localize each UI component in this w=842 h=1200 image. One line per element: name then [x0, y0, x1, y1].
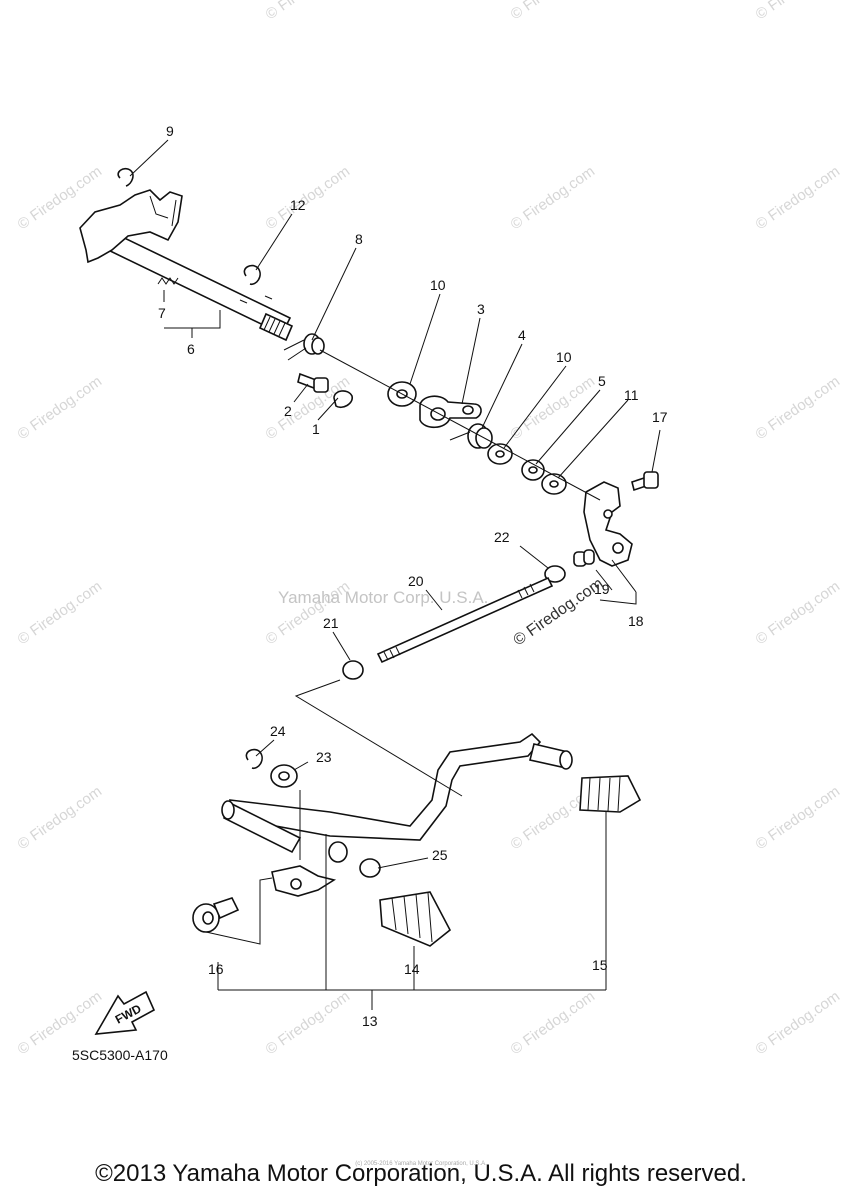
watermark-tile: © Firedog.com	[753, 783, 842, 853]
callout-6: 6	[187, 341, 195, 357]
callout-2: 2	[284, 403, 292, 419]
watermark-tile: © Firedog.com	[263, 163, 354, 233]
fine-print: (c) 2005-2016 Yamaha Motor Corporation, …	[355, 1161, 487, 1167]
spring-4	[449, 423, 493, 449]
shift-pedal-assembly	[192, 732, 642, 947]
callout-10: 10	[556, 349, 572, 365]
nut-21	[342, 660, 364, 680]
shift-rod-20	[376, 576, 554, 664]
callout-22: 22	[494, 529, 510, 545]
bolt-2	[297, 372, 329, 393]
shaft-axis-line	[319, 349, 601, 501]
circlip-12	[243, 264, 261, 286]
rod-end-19	[573, 549, 595, 567]
callout-16: 16	[208, 961, 224, 977]
shaft-spline	[239, 295, 294, 342]
watermark-site: © Firedog.com	[511, 575, 607, 649]
watermark-tile: © Firedog.com	[753, 0, 842, 23]
callout-5: 5	[598, 373, 606, 389]
watermark-tile: © Firedog.com	[508, 163, 599, 233]
rod-end-16	[192, 897, 240, 933]
nut-1	[333, 390, 353, 409]
callout-13: 13	[362, 1013, 378, 1029]
callout-23: 23	[316, 749, 332, 765]
callout-19: 19	[594, 581, 610, 597]
nut-22	[544, 565, 566, 583]
callout-4: 4	[518, 327, 526, 343]
callout-25: 25	[432, 847, 448, 863]
spring-7	[157, 277, 179, 285]
watermark-main: Yamaha Motor Corp. U.S.A.	[278, 588, 488, 607]
callout-15: 15	[592, 957, 608, 973]
footrest-bracket	[271, 865, 337, 897]
callout-3: 3	[477, 301, 485, 317]
callouts: 9 12 8 10 3 4 10 5 11 17 7 6 2 1 22 20 1…	[158, 123, 668, 1029]
watermark-tile: © Firedog.com	[15, 783, 106, 853]
callout-10: 10	[430, 277, 446, 293]
callout-20: 20	[408, 573, 424, 589]
leader-lines	[129, 139, 661, 1010]
torsion-spring-8	[283, 333, 325, 361]
washer-25	[359, 858, 381, 878]
callout-9: 9	[166, 123, 174, 139]
callout-1: 1	[312, 421, 320, 437]
watermark-tile: © Firedog.com	[508, 988, 599, 1058]
shift-arm	[79, 189, 183, 264]
fwd-arrow-icon: FWD	[94, 990, 156, 1035]
stopper-lever-3	[419, 395, 482, 429]
callout-14: 14	[404, 961, 420, 977]
watermark-tile: © Firedog.com	[753, 163, 842, 233]
watermark-tile: © Firedog.com	[753, 988, 842, 1058]
callout-21: 21	[323, 615, 339, 631]
watermark-tile: © Firedog.com	[15, 578, 106, 648]
watermark-tile: © Firedog.com	[263, 0, 354, 23]
pedal-rubber-15	[579, 775, 642, 813]
watermark-tile: © Firedog.com	[508, 0, 599, 23]
callout-8: 8	[355, 231, 363, 247]
callout-7: 7	[158, 305, 166, 321]
circlip-9	[117, 167, 134, 187]
watermark-tile: © Firedog.com	[15, 373, 106, 443]
shift-shaft-assembly	[79, 167, 659, 680]
callout-11: 11	[624, 387, 639, 403]
callout-12: 12	[290, 197, 306, 213]
callout-18: 18	[628, 613, 644, 629]
callout-17: 17	[652, 409, 668, 425]
watermark-tile: © Firedog.com	[753, 373, 842, 443]
callout-24: 24	[270, 723, 286, 739]
shift-pedal	[229, 732, 542, 841]
watermark-tile: © Firedog.com	[753, 578, 842, 648]
diagram-code: 5SC5300-A170	[72, 1047, 168, 1063]
shift-arm-18	[583, 481, 633, 567]
shift-shaft	[102, 230, 292, 336]
bolt-17	[631, 471, 659, 492]
watermark-tile: © Firedog.com	[263, 988, 354, 1058]
footrest-rubber-14	[379, 891, 452, 947]
copyright-notice: ©2013 Yamaha Motor Corporation, U.S.A. A…	[95, 1160, 747, 1187]
